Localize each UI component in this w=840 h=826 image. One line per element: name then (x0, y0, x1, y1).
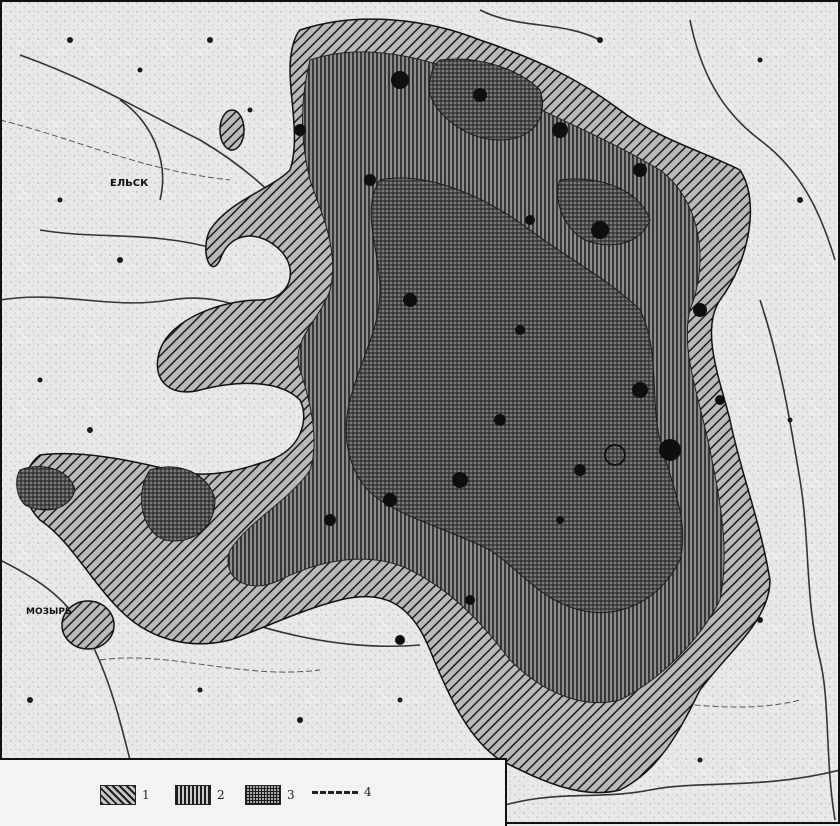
legend-item-4: 4 (312, 785, 372, 799)
legend-num-2: 2 (217, 788, 225, 802)
legend-item-2: 2 (175, 785, 225, 805)
label-mozyr: МОЗЫРЬ (26, 607, 72, 617)
settlement-dots (27, 37, 803, 763)
hot-spots (294, 71, 725, 645)
legend-num-4: 4 (364, 785, 372, 799)
legend-swatch-vertical (175, 785, 211, 805)
label-yelsk: ЕЛЬСК (110, 178, 149, 189)
legend-num-3: 3 (287, 788, 295, 802)
legend-item-3: 3 (245, 785, 295, 805)
legend-swatch-crosshatch (245, 785, 281, 805)
legend: 1 2 3 4 (0, 758, 507, 826)
legend-item-1: 1 (100, 785, 150, 805)
legend-num-1: 1 (142, 788, 150, 802)
legend-dashline (312, 790, 358, 794)
legend-swatch-diagonal (100, 785, 136, 805)
place-labels: ЕЛЬСК МОЗЫРЬ (26, 178, 149, 617)
zone-3-crosshatch (16, 58, 684, 614)
